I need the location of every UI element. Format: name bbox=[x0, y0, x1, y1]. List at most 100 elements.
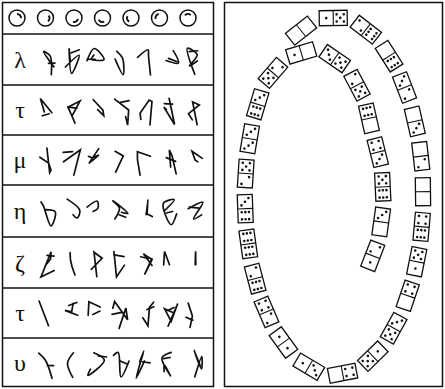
glyph-symbol bbox=[164, 98, 175, 124]
glyph-symbol bbox=[40, 98, 52, 115]
left-panel bbox=[3, 3, 214, 387]
circle-symbol bbox=[38, 10, 54, 26]
row-letter: τ bbox=[15, 301, 25, 325]
row-divider bbox=[3, 184, 214, 185]
glyph-symbol bbox=[188, 202, 203, 219]
row-divider bbox=[3, 236, 214, 237]
circle-symbol bbox=[95, 10, 111, 26]
domino bbox=[237, 159, 254, 188]
glyph-symbol bbox=[68, 353, 74, 378]
domino bbox=[286, 42, 317, 64]
domino bbox=[367, 137, 388, 168]
right-panel bbox=[225, 3, 443, 387]
glyph-symbol bbox=[140, 100, 152, 125]
row-letter: ζ bbox=[15, 251, 25, 275]
glyph-symbol bbox=[88, 353, 107, 376]
glyph-symbol bbox=[194, 351, 202, 377]
glyph-symbol bbox=[186, 303, 193, 327]
glyph-symbol bbox=[41, 202, 56, 226]
glyph-symbol bbox=[189, 102, 200, 125]
glyph-symbol bbox=[192, 151, 202, 162]
glyph-symbol bbox=[166, 150, 176, 174]
domino bbox=[258, 57, 288, 88]
domino bbox=[393, 72, 417, 104]
domino bbox=[396, 280, 419, 311]
domino bbox=[361, 240, 385, 272]
glyph-symbol bbox=[65, 49, 79, 73]
domino bbox=[375, 40, 403, 72]
glyph-symbol bbox=[68, 101, 80, 123]
glyph-symbol bbox=[115, 99, 129, 125]
row-divider bbox=[3, 337, 214, 338]
glyph-symbol bbox=[114, 352, 130, 377]
glyph-symbol bbox=[195, 251, 197, 264]
domino bbox=[404, 106, 425, 137]
row-divider bbox=[3, 84, 214, 85]
circle-symbol bbox=[66, 10, 82, 26]
domino bbox=[407, 246, 427, 276]
glyph-symbol bbox=[40, 148, 51, 173]
glyph-symbol bbox=[115, 51, 124, 74]
glyph-symbol bbox=[112, 301, 128, 328]
glyph-symbol bbox=[43, 51, 54, 74]
glyph-symbol bbox=[115, 151, 123, 172]
glyph-symbol bbox=[88, 302, 100, 315]
domino bbox=[412, 141, 430, 171]
glyph-symbol bbox=[87, 201, 98, 211]
glyph-symbol bbox=[164, 252, 170, 265]
domino bbox=[380, 312, 407, 344]
domino bbox=[240, 124, 259, 154]
domino bbox=[327, 363, 357, 383]
circle-symbol bbox=[9, 10, 25, 26]
row-divider bbox=[3, 33, 214, 34]
domino bbox=[285, 16, 316, 45]
glyph-symbol bbox=[114, 252, 125, 277]
glyph-symbol bbox=[91, 252, 102, 276]
row-letter: η bbox=[14, 199, 27, 223]
glyph-symbol bbox=[70, 253, 75, 275]
domino bbox=[375, 173, 391, 202]
row-letter: υ bbox=[14, 351, 26, 375]
glyph-symbol bbox=[41, 252, 54, 277]
glyph-symbol bbox=[187, 48, 198, 74]
glyph-symbol bbox=[39, 353, 54, 378]
glyph-symbol bbox=[39, 301, 48, 326]
glyph-symbol bbox=[63, 150, 80, 175]
glyph-symbol bbox=[67, 199, 80, 218]
row-divider bbox=[3, 287, 214, 288]
glyph-symbol bbox=[136, 351, 150, 378]
circle-symbol bbox=[180, 10, 196, 26]
glyph-symbol bbox=[87, 49, 104, 61]
glyph-symbol bbox=[89, 149, 99, 164]
row-letter: λ bbox=[14, 48, 26, 72]
glyph-symbol bbox=[93, 100, 104, 116]
glyph-symbol bbox=[166, 51, 179, 64]
domino bbox=[269, 327, 298, 358]
domino bbox=[344, 69, 370, 101]
domino bbox=[350, 15, 381, 44]
domino bbox=[415, 178, 430, 206]
glyph-symbol bbox=[113, 201, 128, 219]
domino bbox=[244, 263, 266, 294]
row-letter: τ bbox=[15, 98, 25, 122]
domino bbox=[237, 194, 253, 223]
circle-symbol bbox=[152, 10, 168, 26]
glyph-symbol bbox=[141, 254, 152, 275]
domino bbox=[358, 341, 389, 371]
glyph-symbol bbox=[146, 200, 152, 217]
domino bbox=[413, 212, 430, 241]
glyph-symbol bbox=[165, 304, 178, 327]
circle-symbol bbox=[123, 10, 139, 26]
domino bbox=[239, 229, 258, 259]
glyph-symbol bbox=[143, 302, 154, 326]
glyph-symbol bbox=[163, 199, 177, 224]
domino bbox=[254, 296, 279, 328]
domino bbox=[372, 207, 391, 237]
domino bbox=[293, 353, 325, 380]
row-divider bbox=[3, 134, 214, 135]
domino bbox=[319, 10, 347, 25]
domino bbox=[319, 45, 351, 73]
domino bbox=[247, 89, 269, 120]
glyph-symbol bbox=[65, 302, 78, 315]
